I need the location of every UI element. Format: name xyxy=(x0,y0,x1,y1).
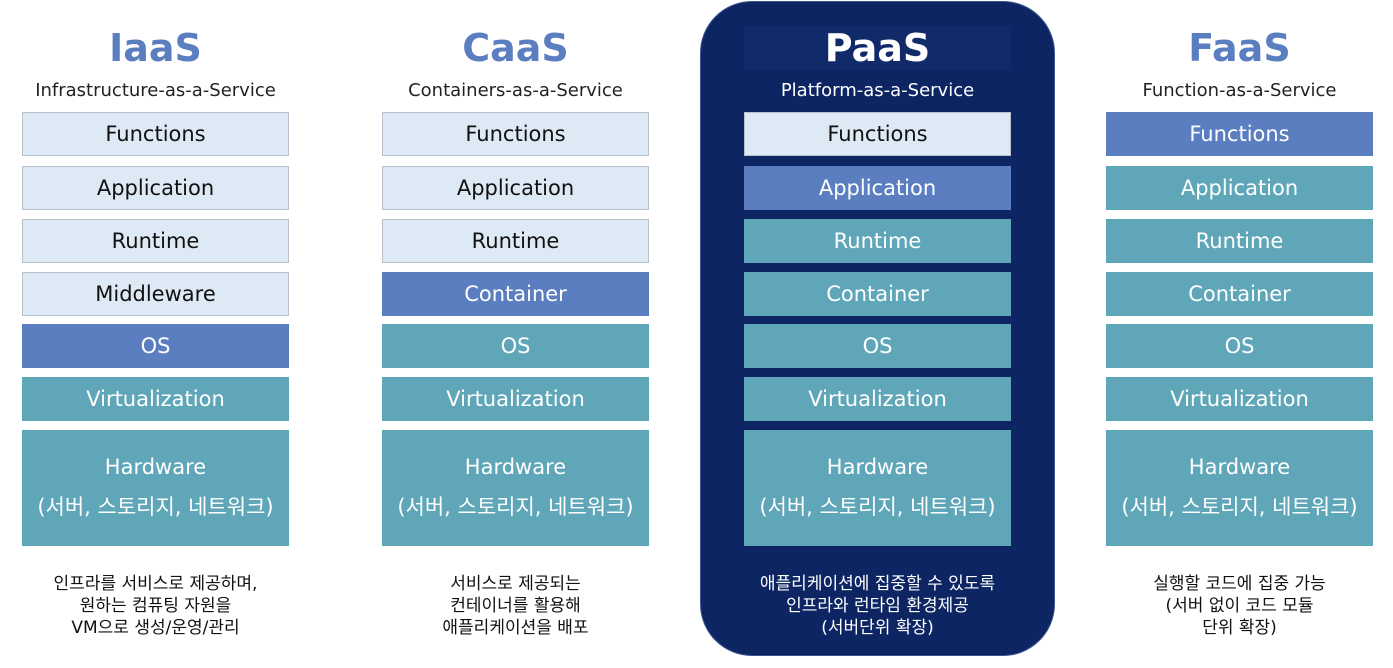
description-line: 서비스로 제공되는 xyxy=(450,574,581,594)
layer-virtualization: Virtualization xyxy=(1106,377,1373,421)
layer-hardware: Hardware (서버, 스토리지, 네트워크) xyxy=(1106,430,1373,546)
layer-virtualization: Virtualization xyxy=(382,377,649,421)
layer-label: Middleware xyxy=(95,282,216,306)
layer-hardware: Hardware (서버, 스토리지, 네트워크) xyxy=(22,430,289,546)
layer-application: Application xyxy=(22,166,289,210)
layer-detail: (서버, 스토리지, 네트워크) xyxy=(37,495,274,519)
layer-virtualization: Virtualization xyxy=(22,377,289,421)
layer-os: OS xyxy=(22,324,289,368)
layer-label: Application xyxy=(818,176,937,200)
layer-label: Hardware xyxy=(1188,455,1291,479)
layer-label: Virtualization xyxy=(446,387,585,411)
description-line: 애플리케이션을 배포 xyxy=(442,618,589,638)
layer-label: Hardware xyxy=(104,455,207,479)
layer-os: OS xyxy=(744,324,1011,368)
description-line: (서버단위 확장) xyxy=(821,618,934,638)
layer-functions: Functions xyxy=(744,112,1011,156)
description-line: 컨테이너를 활용해 xyxy=(450,596,581,616)
column-subtitle: Platform-as-a-Service xyxy=(780,80,975,101)
layer-label: OS xyxy=(140,334,171,358)
layer-detail: (서버, 스토리지, 네트워크) xyxy=(397,495,634,519)
layer-label: Hardware xyxy=(826,455,929,479)
layer-label: OS xyxy=(500,334,531,358)
layer-label: Virtualization xyxy=(808,387,947,411)
layer-container: Container xyxy=(1106,272,1373,316)
layer-label: Functions xyxy=(827,122,928,146)
layer-os: OS xyxy=(1106,324,1373,368)
layer-functions: Functions xyxy=(382,112,649,156)
layer-detail: (서버, 스토리지, 네트워크) xyxy=(1121,495,1358,519)
layer-runtime: Runtime xyxy=(1106,219,1373,263)
description-line: (서버 없이 코드 모듈 xyxy=(1165,596,1314,616)
layer-label: OS xyxy=(1224,334,1255,358)
description-line: 원하는 컴퓨팅 자원을 xyxy=(79,596,232,616)
layer-hardware: Hardware (서버, 스토리지, 네트워크) xyxy=(382,430,649,546)
column-subtitle: Infrastructure-as-a-Service xyxy=(35,80,276,101)
layer-runtime: Runtime xyxy=(22,219,289,263)
description-line: 인프라와 런타임 환경제공 xyxy=(786,596,969,616)
column-title: FaaS xyxy=(1188,26,1291,70)
layer-label: Application xyxy=(456,176,575,200)
layer-label: Functions xyxy=(465,122,566,146)
layer-label: Container xyxy=(464,282,567,306)
layer-container: Container xyxy=(382,272,649,316)
layer-virtualization: Virtualization xyxy=(744,377,1011,421)
layer-label: Runtime xyxy=(111,229,200,253)
layer-runtime: Runtime xyxy=(382,219,649,263)
layer-middleware: Middleware xyxy=(22,272,289,316)
column-subtitle: Function-as-a-Service xyxy=(1142,80,1337,101)
layer-container: Container xyxy=(744,272,1011,316)
layer-functions: Functions xyxy=(22,112,289,156)
description-line: 애플리케이션에 집중할 수 있도록 xyxy=(759,574,996,594)
description-line: 단위 확장) xyxy=(1202,618,1277,638)
layer-label: Virtualization xyxy=(1170,387,1309,411)
layer-label: Container xyxy=(826,282,929,306)
column-subtitle: Containers-as-a-Service xyxy=(408,80,623,101)
layer-functions: Functions xyxy=(1106,112,1373,156)
layer-label: Functions xyxy=(1189,122,1290,146)
description-line: VM으로 생성/운영/관리 xyxy=(71,618,240,638)
layer-os: OS xyxy=(382,324,649,368)
description-line: 인프라를 서비스로 제공하며, xyxy=(53,574,258,594)
layer-hardware: Hardware (서버, 스토리지, 네트워크) xyxy=(744,430,1011,546)
layer-application: Application xyxy=(382,166,649,210)
layer-application: Application xyxy=(1106,166,1373,210)
layer-label: Hardware xyxy=(464,455,567,479)
layer-label: Application xyxy=(96,176,215,200)
layer-label: Application xyxy=(1180,176,1299,200)
column-title: IaaS xyxy=(109,26,202,70)
layer-application: Application xyxy=(744,166,1011,210)
layer-runtime: Runtime xyxy=(744,219,1011,263)
layer-label: OS xyxy=(862,334,893,358)
layer-label: Runtime xyxy=(833,229,922,253)
description-line: 실행할 코드에 집중 가능 xyxy=(1153,574,1326,594)
column-title: CaaS xyxy=(462,26,569,70)
layer-label: Virtualization xyxy=(86,387,225,411)
layer-label: Functions xyxy=(105,122,206,146)
layer-label: Runtime xyxy=(1195,229,1284,253)
layer-label: Container xyxy=(1188,282,1291,306)
column-title: PaaS xyxy=(744,26,1011,70)
layer-label: Runtime xyxy=(471,229,560,253)
layer-detail: (서버, 스토리지, 네트워크) xyxy=(759,495,996,519)
